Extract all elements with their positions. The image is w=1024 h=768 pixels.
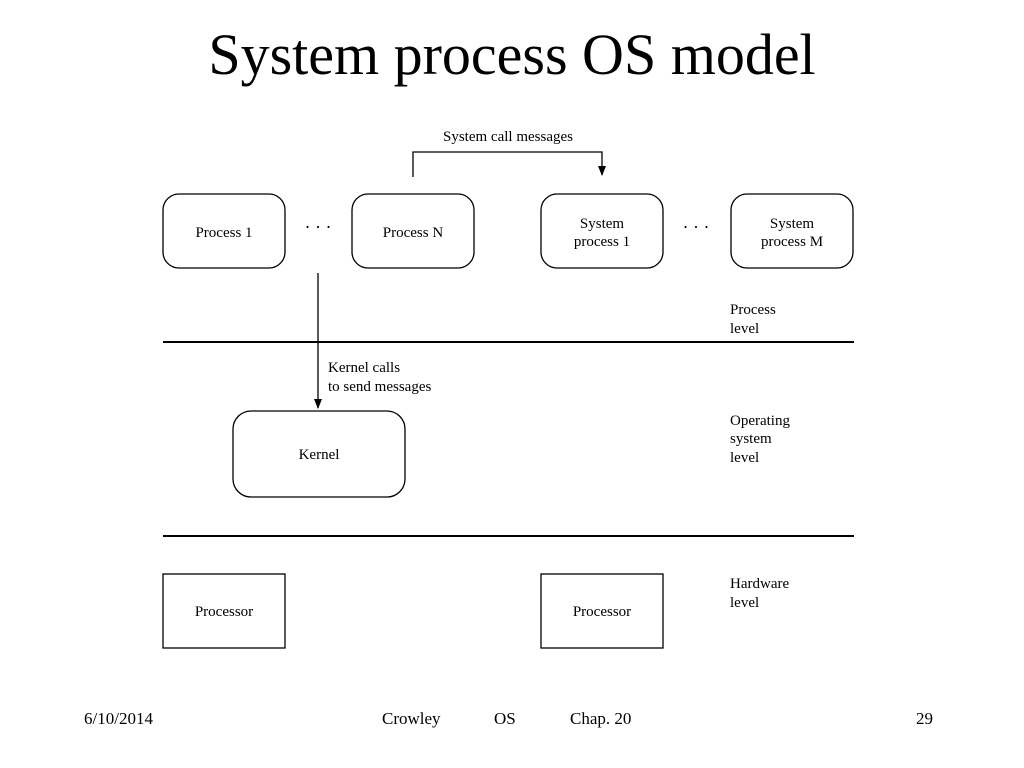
footer-chapter: Chap. 20 <box>570 709 632 728</box>
kernel-box <box>232 410 406 498</box>
os-level-label-line-3: level <box>730 450 759 466</box>
hardware-level-label-line-1: Hardware <box>730 576 789 592</box>
process-n-label: Process N <box>383 225 444 241</box>
system-process-1-label-line-2: process 1 <box>574 234 630 250</box>
system-process-m-label-line-2: process M <box>761 234 823 250</box>
system-call-arrow <box>412 151 606 177</box>
kernel-calls-label-line-2: to send messages <box>328 379 431 395</box>
ellipsis-1: · · · <box>305 217 332 237</box>
footer-page-number: 29 <box>916 709 933 728</box>
system-process-m-box <box>730 193 854 269</box>
hardware-level-label-line-2: level <box>730 595 759 611</box>
ellipsis-2: · · · <box>683 217 710 237</box>
processor-2-label: Processor <box>573 604 631 620</box>
system-process-m-label-line-1: System <box>770 216 815 232</box>
process-1-box <box>162 193 286 269</box>
footer-author: Crowley <box>382 709 441 728</box>
process-n-box <box>351 193 475 269</box>
kernel-label: Kernel <box>299 447 340 463</box>
processor-1-box <box>162 573 286 649</box>
process-level-label-line-2: level <box>730 321 759 337</box>
os-level-label-line-2: system <box>730 431 772 447</box>
process-1-label: Process 1 <box>195 225 252 241</box>
system-process-1-box <box>540 193 664 269</box>
kernel-calls-label-line-1: Kernel calls <box>328 360 400 376</box>
os-level-label-line-1: Operating <box>730 413 790 429</box>
footer-course: OS <box>494 709 516 728</box>
footer-date: 6/10/2014 <box>84 709 153 728</box>
slide-title: System process OS model <box>208 22 816 87</box>
system-process-1-label-line-1: System <box>580 216 625 232</box>
processor-1-label: Processor <box>195 604 253 620</box>
system-call-messages-label: System call messages <box>443 129 573 145</box>
processor-2-box <box>540 573 664 649</box>
process-level-label-line-1: Process <box>730 302 776 318</box>
